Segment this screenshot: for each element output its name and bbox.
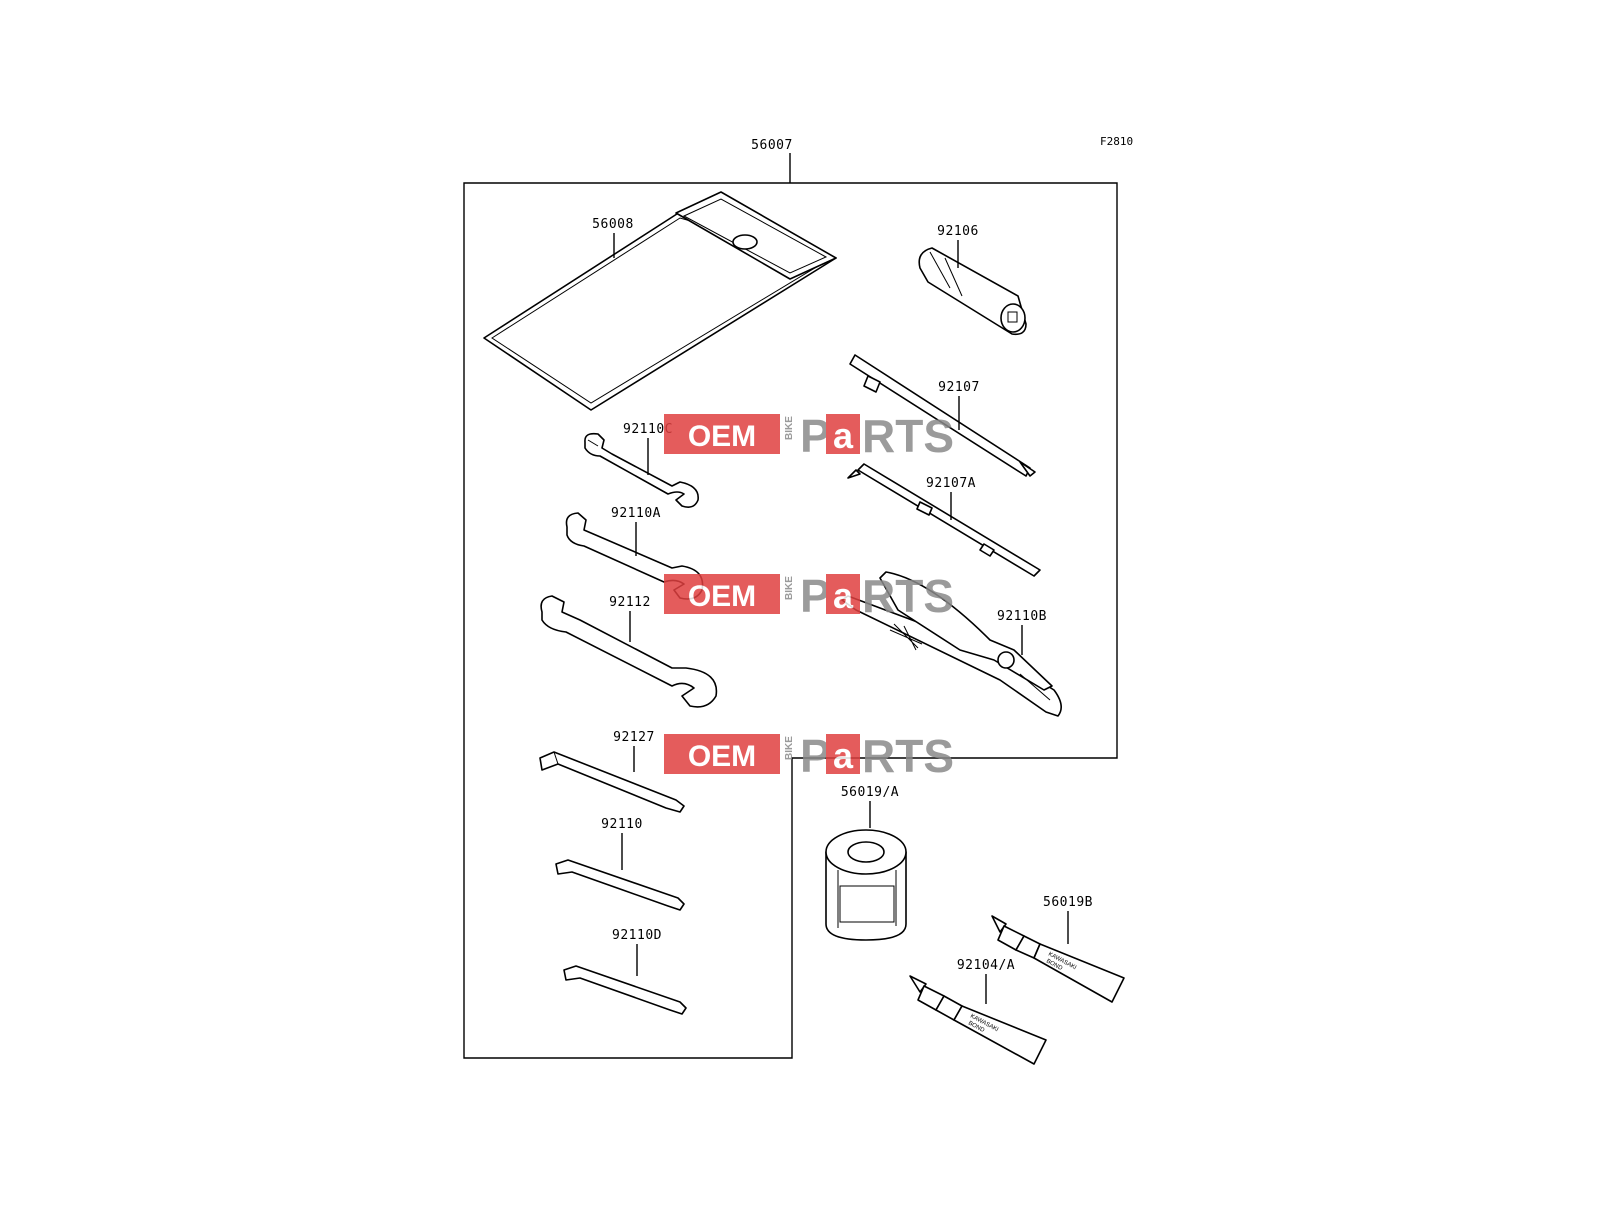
label-92107: 92107 [938,380,980,395]
label-92104A: 92104/A [957,958,1015,973]
svg-text:a: a [833,735,854,776]
svg-text:RTS: RTS [862,730,954,782]
label-56019A: 56019/A [841,785,899,800]
hex-key-large[interactable] [539,751,685,813]
tool-pouch[interactable] [483,191,837,411]
label-92110B: 92112 [609,595,651,610]
svg-text:OEM: OEM [688,740,756,773]
socket-handle[interactable] [918,247,1027,336]
wrench-small[interactable] [584,432,699,508]
label-92110D: 92110D [612,928,662,943]
label-92112: 92110B [997,609,1047,624]
kit-label: 56007 [751,138,793,153]
wrench-large[interactable] [540,595,718,708]
kit-boundary [463,182,1118,1059]
screwdriver-bit-flat[interactable] [847,463,1041,577]
label-56019B: 56019B [1043,895,1093,910]
svg-text:OEM: OEM [688,580,756,613]
figure-code: F2810 [1100,135,1133,148]
watermark-1: OEM BIKE P a RTS [664,410,954,462]
oil-filter-can[interactable] [825,829,907,941]
label-92127: 92127 [613,730,655,745]
watermark-3: OEM BIKE P a RTS [664,730,954,782]
hex-key-medium[interactable] [555,859,685,911]
svg-text:RTS: RTS [862,570,954,622]
bond-tube-lower[interactable]: KAWASAKI BOND [909,975,1047,1065]
label-92110C: 92110C [623,422,673,437]
label-56008: 56008 [592,217,634,232]
bond-tube-upper[interactable]: KAWASAKI BOND [991,915,1125,1003]
svg-text:RTS: RTS [862,410,954,462]
svg-text:P: P [800,410,831,462]
pliers[interactable] [841,571,1062,717]
hex-key-small[interactable] [563,965,687,1015]
label-92110: 92110 [601,817,643,832]
screwdriver-bit-phillips[interactable] [849,354,1036,477]
watermark-2: OEM BIKE P a RTS [664,570,954,622]
svg-text:P: P [800,570,831,622]
label-92107A: 92107A [926,476,976,491]
svg-text:a: a [833,575,854,616]
svg-text:BIKE: BIKE [784,416,795,440]
label-92106: 92106 [937,224,979,239]
svg-text:BIKE: BIKE [784,576,795,600]
svg-text:P: P [800,730,831,782]
label-92110A: 92110A [611,506,661,521]
svg-text:OEM: OEM [688,420,756,453]
svg-text:a: a [833,415,854,456]
svg-text:BIKE: BIKE [784,736,795,760]
